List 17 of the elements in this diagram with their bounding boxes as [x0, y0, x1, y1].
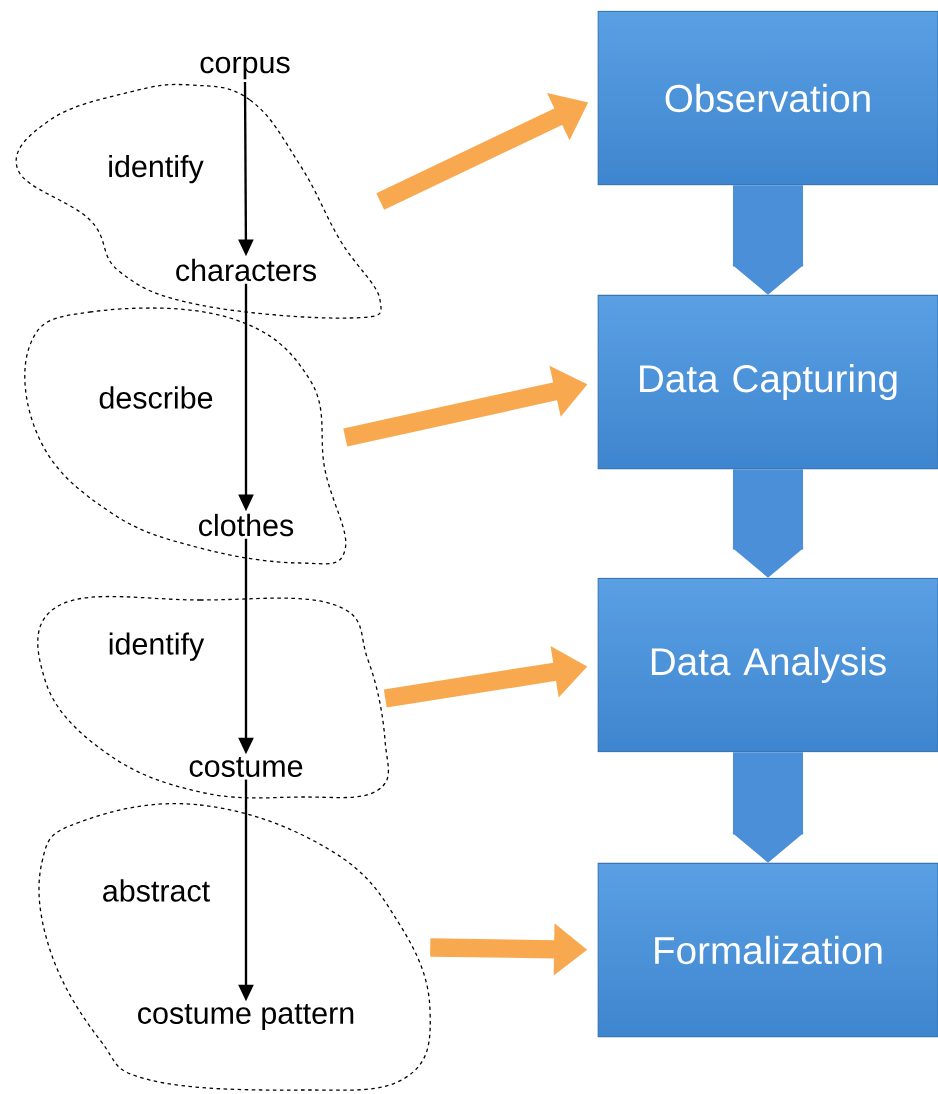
step-label: costume: [189, 757, 303, 777]
edge-label: identify: [109, 632, 205, 661]
step-label: costume pattern: [138, 1004, 354, 1030]
step-label: characters: [176, 258, 316, 282]
edge-label: identify: [109, 154, 204, 184]
dashed-outline: [15, 83, 382, 319]
process-box: Formalization: [597, 862, 938, 1038]
dashed-outline: [38, 802, 431, 1091]
process-box: Data Capturing: [597, 294, 938, 470]
process-box: Observation: [597, 10, 938, 186]
dashed-outline: [37, 595, 390, 799]
edge-label: abstract: [103, 879, 210, 902]
dashed-outline: [24, 307, 347, 565]
step-label: corpus: [200, 56, 290, 80]
process-box: Data Analysis: [597, 577, 938, 753]
edge-label: describe: [99, 386, 213, 409]
step-label: clothes: [199, 513, 294, 537]
